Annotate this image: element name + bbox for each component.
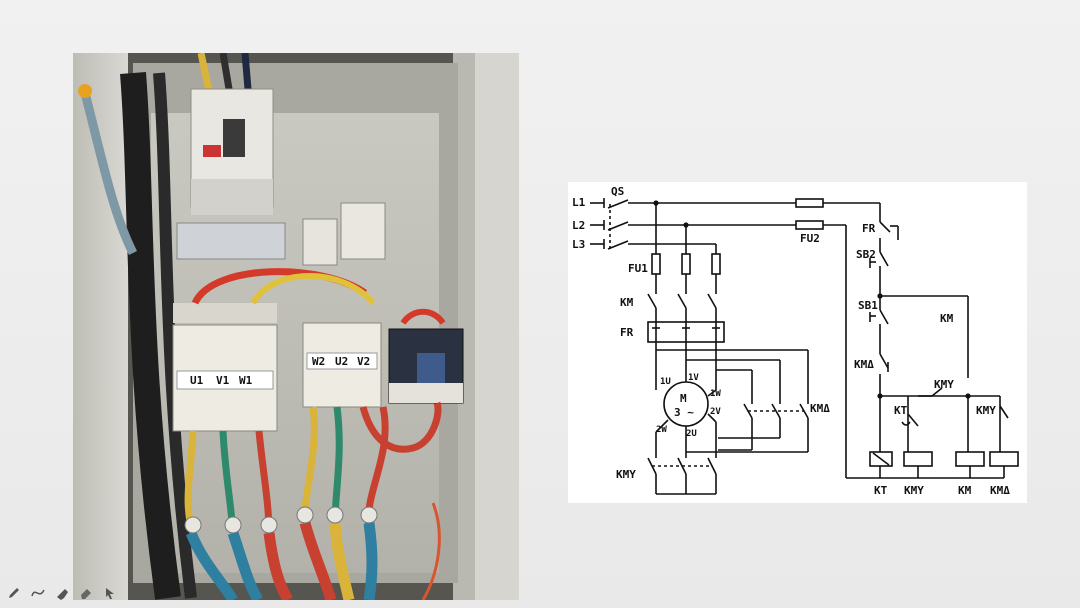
photo-label-v2: V2 bbox=[357, 355, 370, 368]
coil-kmy-label: KMY bbox=[904, 484, 924, 497]
fu1-label: FU1 bbox=[628, 262, 648, 275]
terminal-2u: 2U bbox=[686, 429, 697, 439]
cabinet-photo-drawing: U1 V1 W1 W2 U2 V2 bbox=[73, 53, 519, 600]
photo-label-w2: W2 bbox=[312, 355, 325, 368]
kmy-hold-label: KMY bbox=[976, 404, 996, 417]
eraser-icon[interactable] bbox=[76, 583, 96, 603]
terminal-2w: 2W bbox=[656, 425, 667, 435]
kmy-main-label: KMY bbox=[616, 468, 636, 481]
line-label-l3: L3 bbox=[572, 238, 585, 251]
sb1-label: SB1 bbox=[858, 299, 878, 312]
km-main-label: KM bbox=[620, 296, 634, 309]
terminal-1u: 1U bbox=[660, 377, 671, 387]
curve-icon[interactable] bbox=[28, 583, 48, 603]
terminal-1w: 1W bbox=[710, 389, 721, 399]
coil-km-label: KM bbox=[958, 484, 972, 497]
fr-contact-label: FR bbox=[862, 222, 876, 235]
marker-icon[interactable] bbox=[52, 583, 72, 603]
km-aux-label: KM bbox=[940, 312, 954, 325]
sb2-label: SB2 bbox=[856, 248, 876, 261]
terminal-2v: 2V bbox=[710, 407, 721, 417]
line-label-l2: L2 bbox=[572, 219, 585, 232]
pointer-icon[interactable] bbox=[100, 583, 120, 603]
coil-kt-label: KT bbox=[874, 484, 888, 497]
photo-label-u2: U2 bbox=[335, 355, 348, 368]
pen-icon[interactable] bbox=[4, 583, 24, 603]
kmdelta-interlock-label: KMΔ bbox=[854, 358, 874, 371]
circuit-svg: L1 L2 L3 QS FU2 bbox=[572, 185, 1019, 497]
kmy-nc-label: KMY bbox=[934, 378, 954, 391]
star-delta-circuit-diagram: L1 L2 L3 QS FU2 bbox=[568, 182, 1027, 503]
kmdelta-main-label: KMΔ bbox=[810, 402, 830, 415]
fr-main-label: FR bbox=[620, 326, 634, 339]
motor-phase-label: 3 ~ bbox=[674, 406, 694, 419]
target-icon[interactable] bbox=[124, 583, 144, 603]
terminal-1v: 1V bbox=[688, 373, 699, 383]
cabinet-photo: U1 V1 W1 W2 U2 V2 bbox=[73, 53, 519, 600]
line-label-l1: L1 bbox=[572, 196, 586, 209]
photo-label-v1: V1 bbox=[216, 374, 230, 387]
annotation-toolbar bbox=[4, 582, 144, 604]
kt-contact-label: KT bbox=[894, 404, 908, 417]
photo-label-u1: U1 bbox=[190, 374, 204, 387]
photo-label-w1: W1 bbox=[239, 374, 253, 387]
coil-kmdelta-label: KMΔ bbox=[990, 484, 1010, 497]
fu2-label: FU2 bbox=[800, 232, 820, 245]
qs-label: QS bbox=[611, 185, 624, 198]
motor-label: M bbox=[680, 392, 687, 405]
